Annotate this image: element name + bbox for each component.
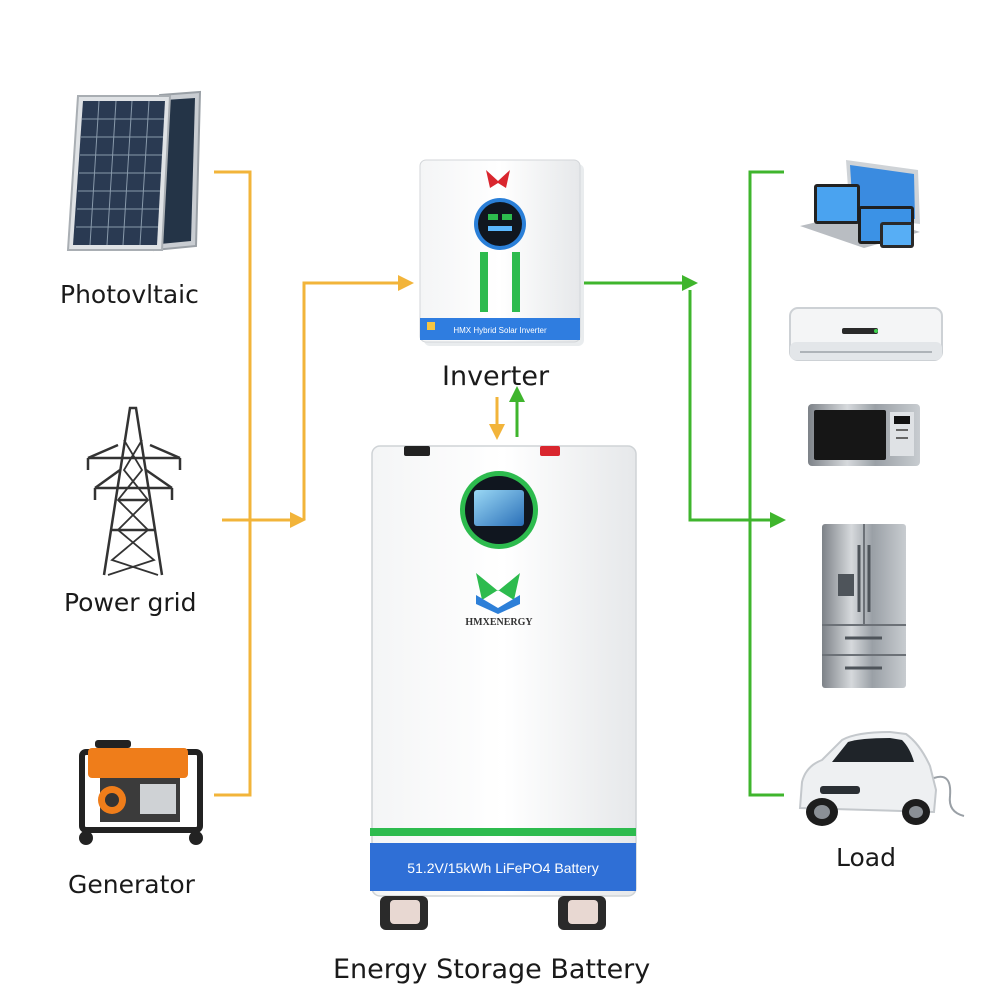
battery-brand-text: HMXENERGY xyxy=(465,617,533,628)
output-arrowheads xyxy=(509,275,786,528)
inverter-label: Inverter xyxy=(442,361,550,392)
electric-car-icon xyxy=(798,730,965,826)
grid-arrow xyxy=(290,512,306,528)
generator-label: Generator xyxy=(68,870,195,899)
battery-down-arrow xyxy=(489,424,505,440)
out-arrow xyxy=(682,275,698,291)
inverter-panel-text: HMX Hybrid Solar Inverter xyxy=(453,326,547,335)
refrigerator-icon xyxy=(822,524,906,688)
load-bus-line xyxy=(748,170,784,797)
load-arrow xyxy=(770,512,786,528)
battery-up-arrow xyxy=(509,386,525,402)
transmission-tower-icon xyxy=(86,406,182,576)
battery-logo-icon xyxy=(476,573,520,614)
inverter-arrow xyxy=(398,275,414,291)
photovoltaic-label: Photovltaic xyxy=(60,280,199,309)
inverter-to-load-line xyxy=(688,290,772,522)
inverter-logo-icon xyxy=(486,170,510,188)
pv-line xyxy=(214,170,252,797)
battery-spec-text: 51.2V/15kWh LiFePO4 Battery xyxy=(407,860,598,876)
inverter-device: HMX Hybrid Solar Inverter xyxy=(419,159,584,346)
battery-device: HMXENERGY 51.2V/15kWh LiFePO4 Battery xyxy=(370,445,637,930)
load-label: Load xyxy=(836,843,896,872)
battery-label: Energy Storage Battery xyxy=(333,954,651,985)
battery-wheels xyxy=(380,896,606,930)
output-connection-lines xyxy=(515,170,784,797)
microwave-icon xyxy=(808,404,920,466)
laptop-icon xyxy=(800,160,920,248)
input-arrowheads xyxy=(290,275,505,528)
air-conditioner-icon xyxy=(789,307,943,361)
to-inverter-line xyxy=(302,281,400,520)
generator-icon xyxy=(79,740,203,845)
power-grid-label: Power grid xyxy=(64,588,197,617)
solar-panel-icon xyxy=(66,90,202,252)
input-connection-lines xyxy=(214,170,499,797)
